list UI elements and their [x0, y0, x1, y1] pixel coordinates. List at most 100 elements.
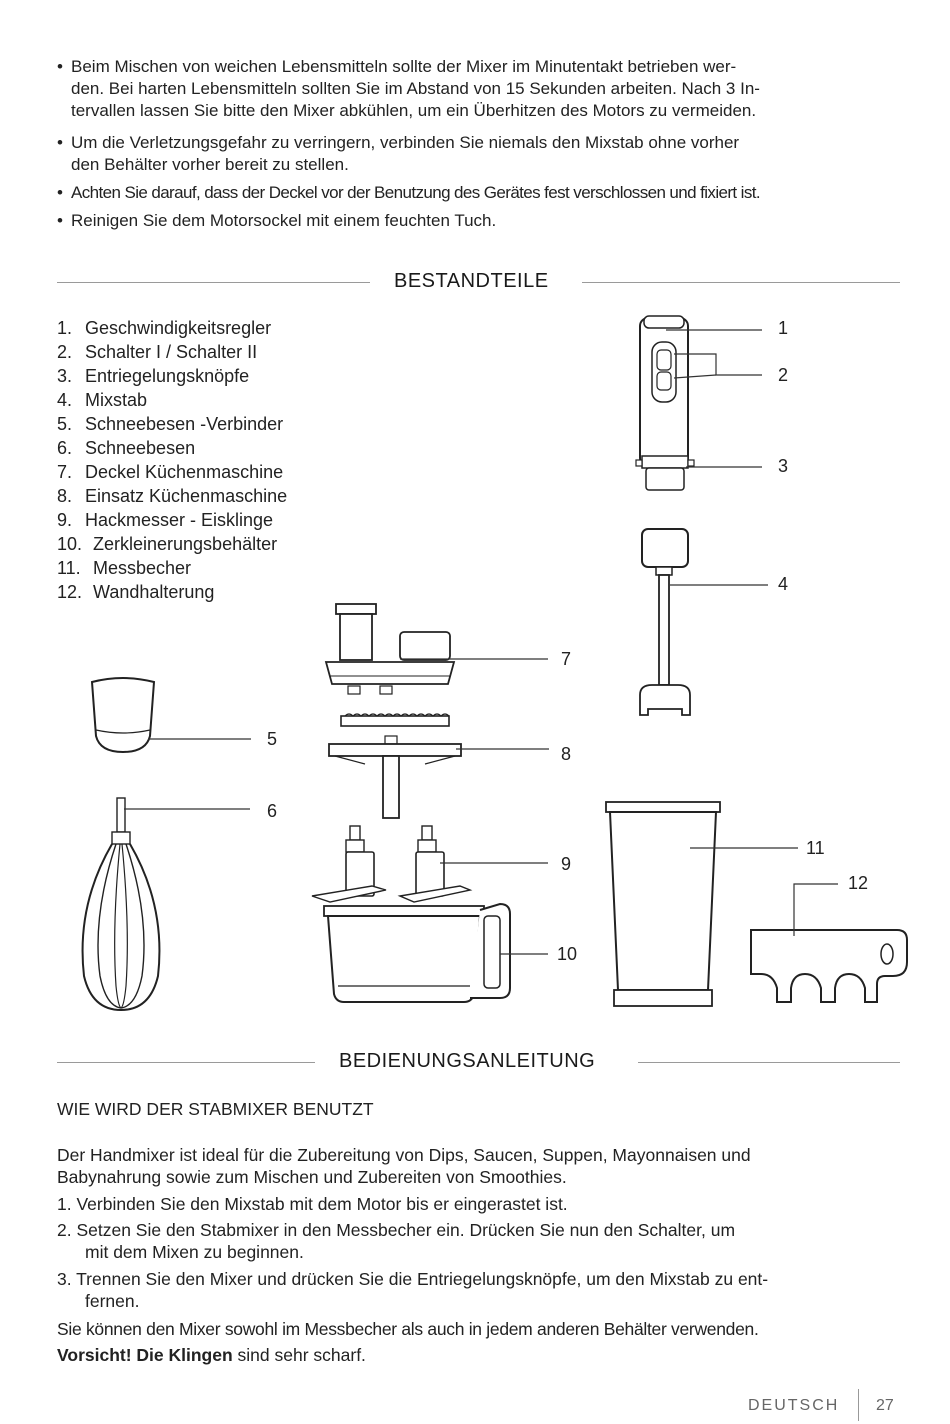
list-item: 9. Hackmesser - Eisklinge	[57, 508, 287, 532]
callout-line-8	[456, 748, 549, 750]
bullet-symbol: •	[57, 133, 63, 152]
step-line: fernen.	[85, 1291, 140, 1311]
part-number: 12.	[57, 582, 83, 602]
callout-line-11	[690, 847, 798, 849]
note: Sie können den Mixer sowohl im Messbeche…	[57, 1319, 759, 1339]
motor-unit-illustration	[635, 315, 695, 491]
step-2: 2. Setzen Sie den Stabmixer in den Messb…	[57, 1219, 902, 1263]
part-number: 6.	[57, 438, 73, 458]
callout-number: 3	[778, 456, 789, 476]
bullet-text-line: Um die Verletzungsgefahr zu verringern, …	[71, 133, 740, 152]
part-number: 1.	[57, 318, 73, 338]
processor-insert-illustration	[328, 713, 462, 819]
bullet-symbol: •	[57, 57, 63, 76]
list-item: 2. Schalter I / Schalter II	[57, 340, 287, 364]
part-number: 7.	[57, 462, 73, 482]
callout-line-7	[400, 658, 548, 660]
bullet-symbol: •	[57, 211, 63, 230]
section-divider-left	[57, 1062, 315, 1063]
bullet-item: • Achten Sie darauf, dass der Deckel vor…	[57, 182, 902, 204]
callout-number: 9	[561, 854, 572, 874]
intro-paragraph: Der Handmixer ist ideal für die Zubereit…	[57, 1144, 902, 1188]
part-number: 5.	[57, 414, 73, 434]
callout-number: 2	[778, 365, 789, 385]
footer-language: DEUTSCH	[748, 1397, 840, 1414]
list-item: 8. Einsatz Küchenmaschine	[57, 484, 287, 508]
bullet-item: • Reinigen Sie dem Motorsockel mit einem…	[57, 210, 902, 232]
callout-number: 8	[561, 744, 572, 764]
callout-line-6	[124, 808, 250, 810]
part-label: Schneebesen -Verbinder	[85, 414, 284, 434]
list-item: 11. Messbecher	[57, 556, 287, 580]
intro-line: Babynahrung sowie zum Mischen und Zubere…	[57, 1167, 567, 1187]
processor-lid-illustration	[324, 603, 456, 695]
part-number: 11.	[57, 558, 81, 578]
callout-number: 4	[778, 574, 789, 594]
bullet-text-line: tervallen lassen Sie bitte den Mixer abk…	[71, 101, 757, 120]
step-3: 3. Trennen Sie den Mixer und drücken Sie…	[57, 1268, 902, 1312]
part-number: 8.	[57, 486, 73, 506]
bullet-text-line: den Behälter vorher bereit zu stellen.	[71, 155, 349, 174]
section-divider-right	[582, 282, 900, 283]
warning-bold: Vorsicht! Die Klingen	[57, 1345, 233, 1365]
list-item: 6. Schneebesen	[57, 436, 287, 460]
bullet-text-line: den. Bei harten Lebensmitteln sollten Si…	[71, 79, 760, 98]
part-label: Einsatz Küchenmaschine	[85, 486, 288, 506]
step-line: mit dem Mixen zu beginnen.	[85, 1242, 304, 1262]
bullet-text-line: Beim Mischen von weichen Lebensmitteln s…	[71, 57, 737, 76]
wall-mount-illustration	[750, 929, 908, 1003]
whisk-connector-illustration	[90, 677, 156, 754]
part-label: Hackmesser - Eisklinge	[85, 510, 274, 530]
callout-line-4	[670, 584, 768, 586]
part-number: 4.	[57, 390, 73, 410]
part-number: 2.	[57, 342, 73, 362]
callout-number: 1	[778, 318, 789, 338]
part-label: Deckel Küchenmaschine	[85, 462, 284, 482]
list-item: 5. Schneebesen -Verbinder	[57, 412, 287, 436]
whisk-illustration	[81, 797, 161, 1012]
list-item: 7. Deckel Küchenmaschine	[57, 460, 287, 484]
callout-number: 5	[267, 729, 278, 749]
list-item: 4. Mixstab	[57, 388, 287, 412]
bullet-item: • Um die Verletzungsgefahr zu verringern…	[57, 132, 902, 176]
callout-number: 12	[848, 873, 869, 893]
intro-line: Der Handmixer ist ideal für die Zubereit…	[57, 1145, 751, 1165]
chopper-bowl-illustration	[323, 902, 511, 1003]
section-divider-left	[57, 282, 370, 283]
callout-number: 6	[267, 801, 278, 821]
chopping-blades-illustration	[311, 825, 473, 903]
measuring-beaker-illustration	[605, 801, 721, 1007]
step-1: 1. Verbinden Sie den Mixstab mit dem Mot…	[57, 1194, 568, 1214]
section-title-instructions: BEDIENUNGSANLEITUNG	[339, 1050, 596, 1072]
subheading: WIE WIRD DER STABMIXER BENUTZT	[57, 1099, 374, 1119]
parts-list: 1. Geschwindigkeitsregler 2. Schalter I / …	[57, 316, 287, 604]
bullet-item: • Beim Mischen von weichen Lebensmitteln…	[57, 56, 902, 122]
callout-line-12	[793, 883, 838, 936]
list-item: 3. Entriegelungsknöpfe	[57, 364, 287, 388]
part-number: 3.	[57, 366, 73, 386]
warning-rest: sind sehr scharf.	[232, 1345, 366, 1365]
page-number: 27	[876, 1397, 894, 1414]
callout-line-5	[148, 738, 251, 740]
callout-number: 7	[561, 649, 572, 669]
callout-number: 11	[806, 838, 825, 858]
callout-number: 10	[557, 944, 578, 964]
part-label: Messbecher	[93, 558, 192, 578]
part-label: Schalter I / Schalter II	[85, 342, 258, 362]
footer-divider	[858, 1389, 859, 1421]
section-title-parts: BESTANDTEILE	[394, 270, 549, 292]
step-line: 2. Setzen Sie den Stabmixer in den Messb…	[57, 1220, 736, 1240]
list-item: 12.Wandhalterung	[57, 580, 287, 604]
callout-line-10	[500, 953, 548, 955]
part-label: Mixstab	[85, 390, 148, 410]
part-label: Entriegelungsknöpfe	[85, 366, 250, 386]
part-number: 9.	[57, 510, 73, 530]
bullet-symbol: •	[57, 183, 63, 202]
bullet-text-line: Achten Sie darauf, dass der Deckel vor d…	[71, 183, 761, 202]
part-label: Zerkleinerungsbehälter	[93, 534, 278, 554]
warning: Vorsicht! Die Klingen sind sehr scharf.	[57, 1344, 902, 1366]
section-divider-right	[638, 1062, 900, 1063]
list-item: 10.Zerkleinerungsbehälter	[57, 532, 287, 556]
part-label: Schneebesen	[85, 438, 196, 458]
part-label: Geschwindigkeitsregler	[85, 318, 272, 338]
